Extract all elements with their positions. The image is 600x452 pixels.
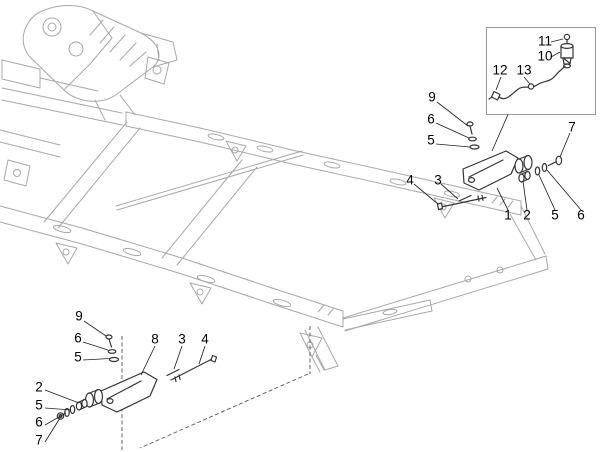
lower-bolt-4 [170, 357, 214, 381]
inset-border [486, 27, 596, 115]
lower-stud-3 [166, 368, 180, 377]
callout-label-lower-6b: 6 [35, 415, 43, 430]
dashed-projection-lines [121, 326, 311, 450]
upper-washer-6b [541, 162, 548, 173]
callout-label-upper-7: 7 [568, 120, 576, 135]
callout-label-13: 13 [516, 63, 531, 78]
callout-label-upper-6: 6 [427, 112, 435, 127]
callout-labels: 11 10 12 13 9 6 5 4 3 7 1 2 5 6 9 6 5 8 … [35, 34, 585, 448]
upper-bracket-bushing [514, 158, 524, 174]
callout-label-11: 11 [538, 34, 552, 49]
callout-label-upper-6b: 6 [577, 208, 585, 223]
callout-label-10: 10 [537, 49, 552, 64]
callout-label-upper-2: 2 [523, 208, 531, 223]
lower-washer-5 [108, 356, 120, 363]
callout-label-lower-8: 8 [151, 332, 159, 347]
inset-clip-13 [527, 83, 535, 90]
upper-bracket-plate [462, 150, 519, 191]
callout-label-lower-5b: 5 [35, 398, 43, 413]
inset-pointer-line [491, 114, 509, 152]
chassis-drawing [0, 5, 549, 373]
callout-label-lower-4: 4 [201, 332, 209, 347]
upper-washer-5 [469, 144, 480, 150]
lower-washer-6b [64, 407, 70, 418]
inset-box [486, 27, 596, 152]
callout-label-upper-9: 9 [428, 90, 436, 105]
upper-bolt-7 [547, 161, 557, 167]
engine-outline [22, 5, 160, 102]
callout-label-lower-5: 5 [74, 350, 82, 365]
upper-stud-3 [458, 194, 472, 202]
callout-label-lower-6: 6 [74, 331, 82, 346]
leader-lines [44, 38, 582, 443]
callout-label-upper-4: 4 [406, 173, 414, 188]
lower-bracket-plate [100, 371, 158, 413]
lower-washer-5b [69, 404, 76, 415]
lower-bracket-bushing [93, 388, 104, 405]
inset-connector-12 [490, 90, 501, 101]
callout-label-upper-5b: 5 [551, 208, 559, 223]
callout-label-upper-5: 5 [427, 133, 435, 148]
upper-washer-6 [468, 136, 477, 142]
callout-label-lower-2: 2 [35, 380, 43, 395]
callout-label-lower-3: 3 [178, 332, 186, 347]
callout-label-upper-3: 3 [434, 173, 442, 188]
lower-bolt-9 [105, 334, 113, 340]
callout-label-lower-9: 9 [75, 309, 83, 324]
callout-label-upper-1: 1 [504, 208, 512, 223]
upper-washer-5b [534, 166, 541, 176]
callout-label-12: 12 [492, 63, 507, 78]
callout-label-lower-7: 7 [35, 433, 43, 448]
lower-bracket-assembly [56, 334, 218, 420]
upper-bracket-assembly [436, 121, 563, 211]
inset-cable-12 [498, 65, 566, 100]
lower-washer-6 [107, 349, 117, 354]
